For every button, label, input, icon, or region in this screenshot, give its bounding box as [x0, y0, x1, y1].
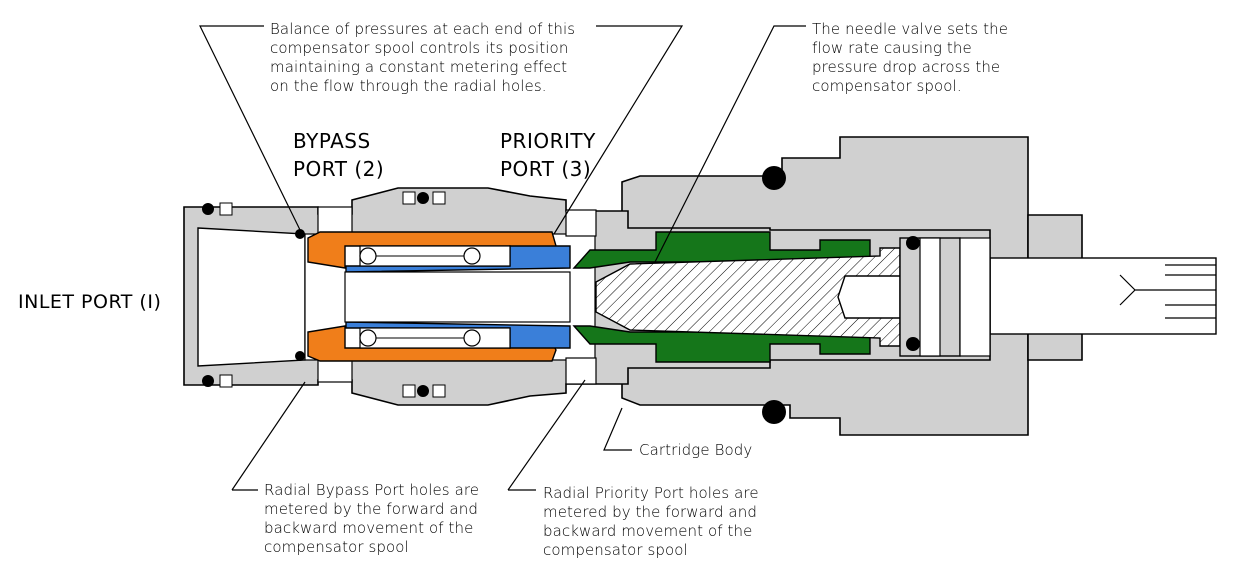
bypass-port-label: BYPASS PORT (2): [293, 129, 385, 181]
bypass-hole-top: [317, 206, 353, 236]
priority-hole-top: [565, 209, 597, 237]
bypass-hole-bottom: [317, 357, 353, 383]
priority-hole-bottom: [565, 357, 597, 385]
cartridge-body-label: Cartridge Body: [639, 441, 753, 459]
radial-bypass-note: Radial Bypass Port holes are metered by …: [264, 481, 480, 556]
needle-note: The needle valve sets the flow rate caus…: [812, 20, 1009, 95]
priority-port-label: PRIORITY PORT (3): [500, 129, 596, 181]
adjuster-stem: [989, 257, 1217, 335]
inlet-bore: [197, 227, 306, 367]
leader-lines: [199, 25, 806, 491]
balance-note: Balance of pressures at each end of this…: [270, 20, 576, 95]
spring: [359, 245, 511, 349]
inlet-port-label: INLET PORT (I): [18, 291, 162, 313]
radial-priority-note: Radial Priority Port holes are metered b…: [543, 484, 759, 559]
o-rings: [202, 166, 920, 424]
